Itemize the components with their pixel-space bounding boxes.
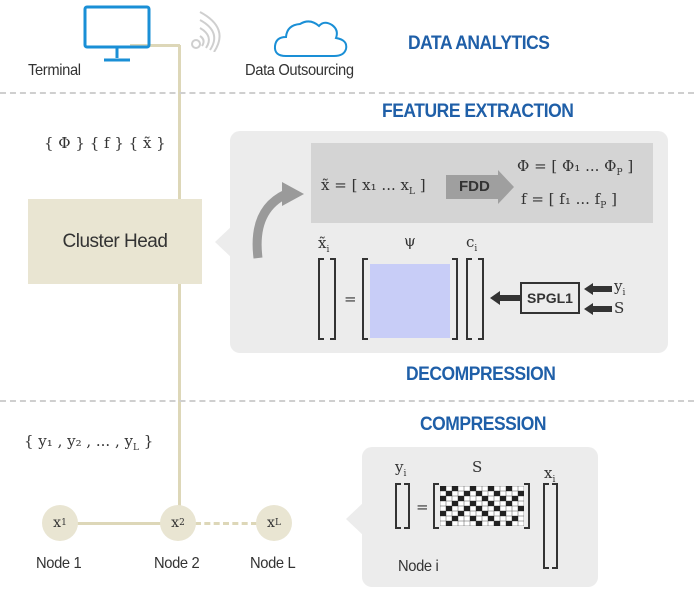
psi-label: ψ [404, 232, 416, 250]
comp-xi-bracket-right [552, 483, 558, 569]
x-vector: x̃ = [ x₁ ... xL ] [321, 176, 426, 197]
psi-bracket-right [452, 258, 458, 340]
solver-arrow-left [490, 291, 520, 305]
sensing-matrix [440, 486, 524, 526]
s-input-arrow [584, 303, 612, 315]
monitor-icon [83, 5, 151, 62]
phi-vector: Φ = [ Φ₁ ... ΦP ] [517, 157, 634, 178]
title-compression: COMPRESSION [420, 414, 547, 435]
panel-pointer [215, 225, 233, 259]
ci-bracket-left [466, 258, 472, 340]
wifi-signal-icon [191, 11, 221, 52]
xi-bracket-right [330, 258, 336, 340]
s-input-label: S [614, 299, 625, 317]
comp-xi-label: xi [544, 464, 556, 485]
node-2-label: Node 2 [154, 555, 200, 572]
f-vector: f = [ f₁ ... fP ] [521, 190, 617, 211]
node-i-label: Node i [398, 558, 439, 575]
cluster-head-box: Cluster Head [28, 199, 202, 284]
ci-bracket-right [478, 258, 484, 340]
title-feature-extraction: FEATURE EXTRACTION [382, 101, 574, 122]
xi-bracket-left [318, 258, 324, 340]
measurements-text: { y₁ , y₂ , ... , yL } [24, 432, 154, 453]
outsourcing-label: Data Outsourcing [245, 62, 354, 79]
node-l-label: Node L [250, 555, 296, 572]
comp-s-label: S [472, 458, 483, 476]
comp-equals: = [416, 498, 429, 516]
yi-input-arrow [584, 283, 612, 295]
psi-matrix [370, 264, 450, 338]
backbone-line [178, 45, 181, 523]
compression-panel-pointer [346, 502, 364, 536]
loop-arrow-icon [252, 182, 304, 259]
fdd-label: FDD [459, 178, 490, 195]
title-data-analytics: DATA ANALYTICS [408, 33, 550, 54]
ci-label: ci [466, 233, 478, 254]
terminal-label: Terminal [28, 62, 81, 79]
cluster-head-label: Cluster Head [62, 230, 168, 252]
cloud-icon [273, 20, 348, 57]
yi-input-label: yi [614, 277, 626, 298]
node-link-line [60, 522, 180, 525]
spgl1-box: SPGL1 [520, 282, 580, 314]
spgl1-label: SPGL1 [527, 290, 573, 306]
s-matrix-bracket-right [524, 483, 530, 529]
comp-yi-bracket-left [395, 483, 401, 529]
title-decompression: DECOMPRESSION [406, 364, 556, 385]
comp-yi-label: yi [395, 458, 407, 479]
node-dashed-link [195, 522, 257, 525]
comp-xi-bracket-left [543, 483, 549, 569]
separator-bottom [0, 400, 694, 402]
xi-tilde-label: x̃i [318, 234, 330, 255]
node-1-label: Node 1 [36, 555, 82, 572]
feature-sets-text: { Φ } { f } { x̃ } [44, 134, 166, 152]
terminal-link-line [130, 44, 180, 47]
separator-top [0, 92, 694, 94]
fdd-arrow [446, 170, 514, 204]
s-matrix-bracket-left [433, 483, 439, 529]
psi-bracket-left [362, 258, 368, 340]
comp-yi-bracket-right [404, 483, 410, 529]
decomp-equals: = [344, 290, 357, 308]
